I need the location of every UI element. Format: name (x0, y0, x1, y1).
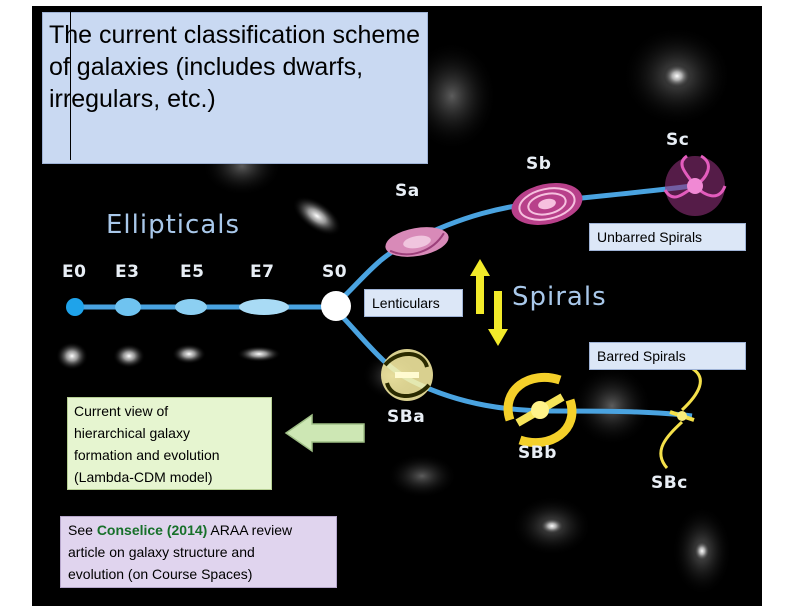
reference-line-1: See Conselice (2014) ARAA review (68, 519, 329, 541)
barred-spirals-callout: Barred Spirals (589, 342, 746, 370)
galaxy-e0 (66, 298, 84, 316)
galaxy-e5 (175, 299, 207, 315)
note-line: hierarchical galaxy (74, 425, 190, 441)
label-sb: Sb (526, 154, 552, 174)
conselice-2014-link[interactable]: Conselice (2014) (96, 522, 208, 538)
reference-suffix: ARAA review (207, 522, 293, 538)
label-sba: SBa (387, 407, 426, 427)
text-cursor (70, 12, 71, 160)
label-e5: E5 (180, 262, 205, 282)
reference-note: See Conselice (2014) ARAA review article… (60, 516, 337, 588)
reference-line-2: article on galaxy structure and (68, 544, 255, 560)
note-line: (Lambda-CDM model) (74, 469, 213, 485)
label-e7: E7 (250, 262, 275, 282)
hierarchical-formation-note: Current view of hierarchical galaxy form… (67, 397, 272, 490)
spirals-group-label: Spirals (512, 282, 607, 312)
page-title: The current classification scheme of gal… (49, 21, 420, 113)
title-box: The current classification scheme of gal… (42, 12, 428, 164)
label-sbb: SBb (518, 443, 557, 463)
elliptical-galaxies (66, 291, 351, 321)
label-s0: S0 (322, 262, 348, 282)
unbarred-spiral-galaxies (385, 154, 727, 257)
note-line: formation and evolution (74, 447, 220, 463)
galaxy-sbc (659, 364, 702, 469)
hubble-tuning-fork (56, 26, 732, 596)
galaxy-s0 (321, 291, 351, 321)
reference-line-3: evolution (on Course Spaces) (68, 566, 253, 582)
double-headed-vertical-arrow-icon (470, 259, 508, 346)
reference-prefix: See (68, 522, 97, 538)
note-line: Current view of (74, 403, 169, 419)
label-e0: E0 (62, 262, 87, 282)
label-sa: Sa (395, 181, 420, 201)
label-e3: E3 (115, 262, 140, 282)
galaxy-sc (663, 154, 727, 216)
label-sbc: SBc (651, 473, 688, 493)
left-arrow-icon (284, 413, 365, 453)
lenticulars-callout: Lenticulars (364, 289, 463, 317)
galaxy-e7 (239, 299, 289, 315)
barred-spiral-galaxies (381, 349, 702, 469)
ellipticals-group-label: Ellipticals (106, 210, 241, 240)
label-sc: Sc (666, 130, 690, 150)
galaxy-sbb (503, 372, 577, 448)
unbarred-spirals-callout: Unbarred Spirals (589, 223, 746, 251)
galaxy-e3 (115, 298, 141, 316)
galaxy-sb (511, 183, 583, 225)
galaxy-sa (385, 227, 449, 257)
galaxy-sba (381, 349, 433, 401)
